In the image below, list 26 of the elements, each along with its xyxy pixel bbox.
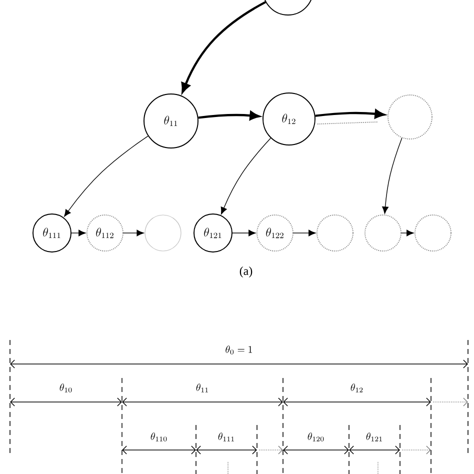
- arrow: [71, 230, 86, 236]
- dimension-label: $\theta_{11}$: [196, 384, 208, 392]
- dotted-line: [317, 122, 378, 124]
- dimension-label: $\theta_{120}$: [308, 432, 324, 442]
- arrow: [401, 230, 414, 236]
- dimension-label: $\theta_{110}$: [150, 432, 167, 442]
- dimension-label: $\theta_{111}$: [218, 432, 234, 442]
- arrow: [123, 230, 144, 236]
- dimension-label: $\theta_0 = 1$: [226, 346, 252, 354]
- empty-circle: [364, 214, 402, 252]
- empty-circle: [388, 94, 432, 140]
- arrow: [64, 136, 148, 217]
- dimension-label: $\theta_{121}$: [366, 432, 382, 442]
- dimension-label: $\theta_{10}$: [60, 384, 72, 392]
- empty-circle: [414, 214, 452, 252]
- arrow: [293, 230, 316, 236]
- empty-circle: [144, 214, 182, 252]
- arrow: [198, 111, 260, 120]
- arrow: [315, 109, 385, 118]
- empty-circle: [316, 214, 354, 252]
- arrow: [382, 138, 402, 214]
- dimension-label: $\theta_{12}$: [350, 384, 363, 392]
- caption: (a): [240, 266, 252, 278]
- arrow: [220, 138, 272, 214]
- arrow: [181, 1, 266, 93]
- arrow: [232, 230, 256, 236]
